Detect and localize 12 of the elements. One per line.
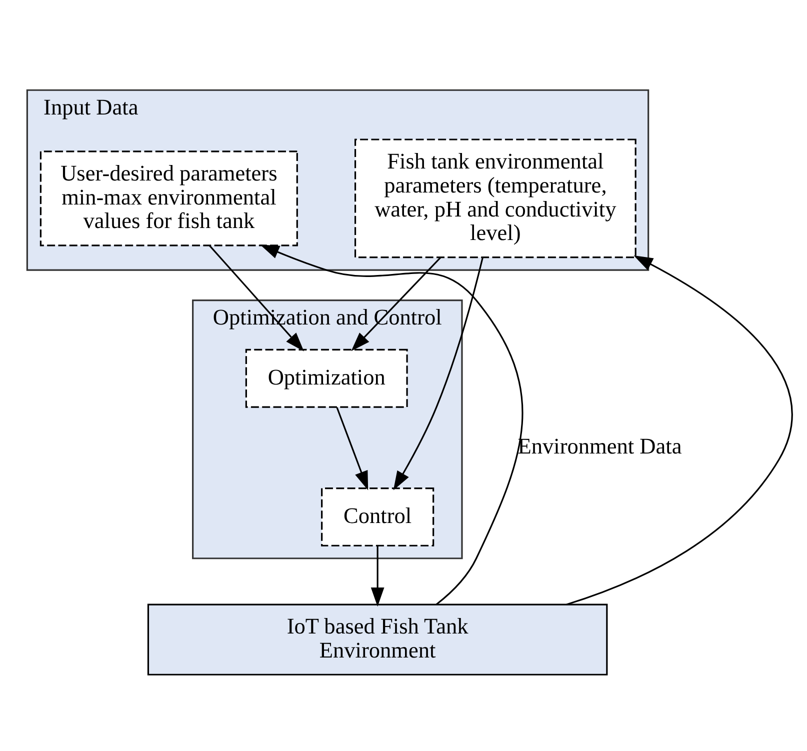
- node-box: User-desired parameters min-max environmental values for fish tank: [40, 150, 298, 246]
- arrow: [566, 255, 793, 605]
- arrow: [336, 406, 368, 490]
- node-box: IoT based Fish Tank Environment: [147, 603, 608, 675]
- arrow: [208, 244, 304, 351]
- node-box: Control: [321, 486, 434, 546]
- arrow: [370, 545, 384, 606]
- arrow: [393, 256, 484, 490]
- node-box: Fish tank environmental parameters (temperature, water, pH and conductivity level): [354, 138, 636, 258]
- arrow: [260, 244, 523, 604]
- arrow: [351, 256, 442, 351]
- node-box: Optimization: [245, 348, 408, 408]
